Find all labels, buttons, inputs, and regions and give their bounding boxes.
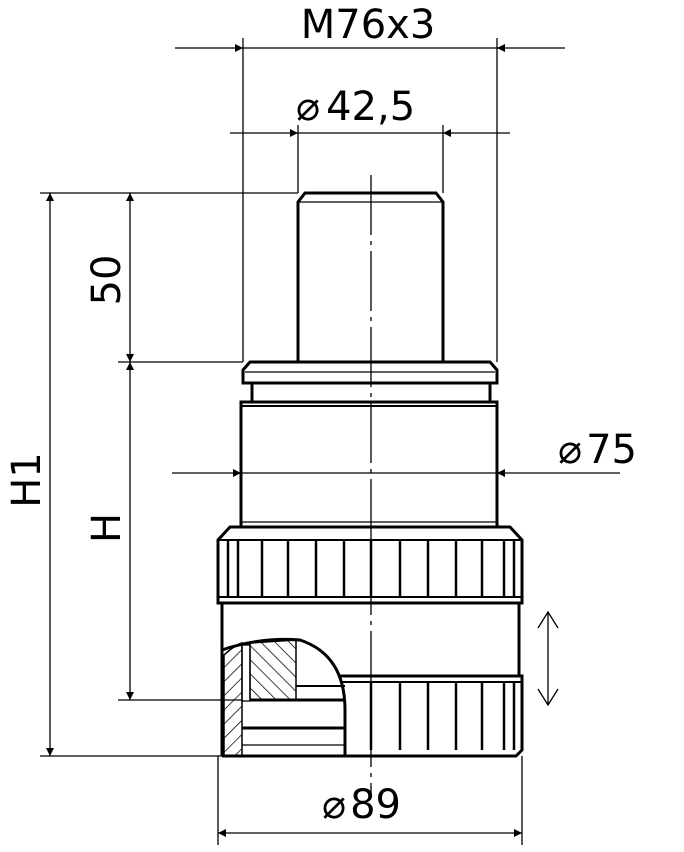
section-cutaway	[220, 637, 347, 757]
dimension-height: H	[84, 362, 134, 700]
adjustment-arrow-icon	[537, 610, 559, 707]
body-cylinder	[239, 400, 499, 527]
knurl-ring-lower	[222, 674, 524, 758]
knurl-ring-upper	[216, 525, 524, 605]
overall-height-label: H1	[4, 452, 50, 508]
height-label: H	[84, 513, 130, 543]
thread-label: M76x3	[301, 2, 436, 48]
extension-lines	[40, 192, 298, 757]
dimension-pin-length: 50	[84, 193, 134, 362]
pin	[296, 191, 445, 362]
pin-diameter-label: ⌀42,5	[296, 84, 415, 130]
dimension-body-diameter: ⌀75	[172, 427, 637, 477]
body-diameter-label: ⌀75	[558, 427, 637, 473]
flange	[241, 360, 499, 402]
dimension-thread: M76x3	[175, 2, 565, 362]
pin-length-label: 50	[84, 255, 130, 306]
dimension-base-diameter: ⌀89	[217, 756, 523, 845]
dimension-overall-height: H1	[4, 193, 54, 756]
base-diameter-label: ⌀89	[322, 782, 401, 828]
dimension-pin-diameter: ⌀42,5	[230, 84, 510, 193]
